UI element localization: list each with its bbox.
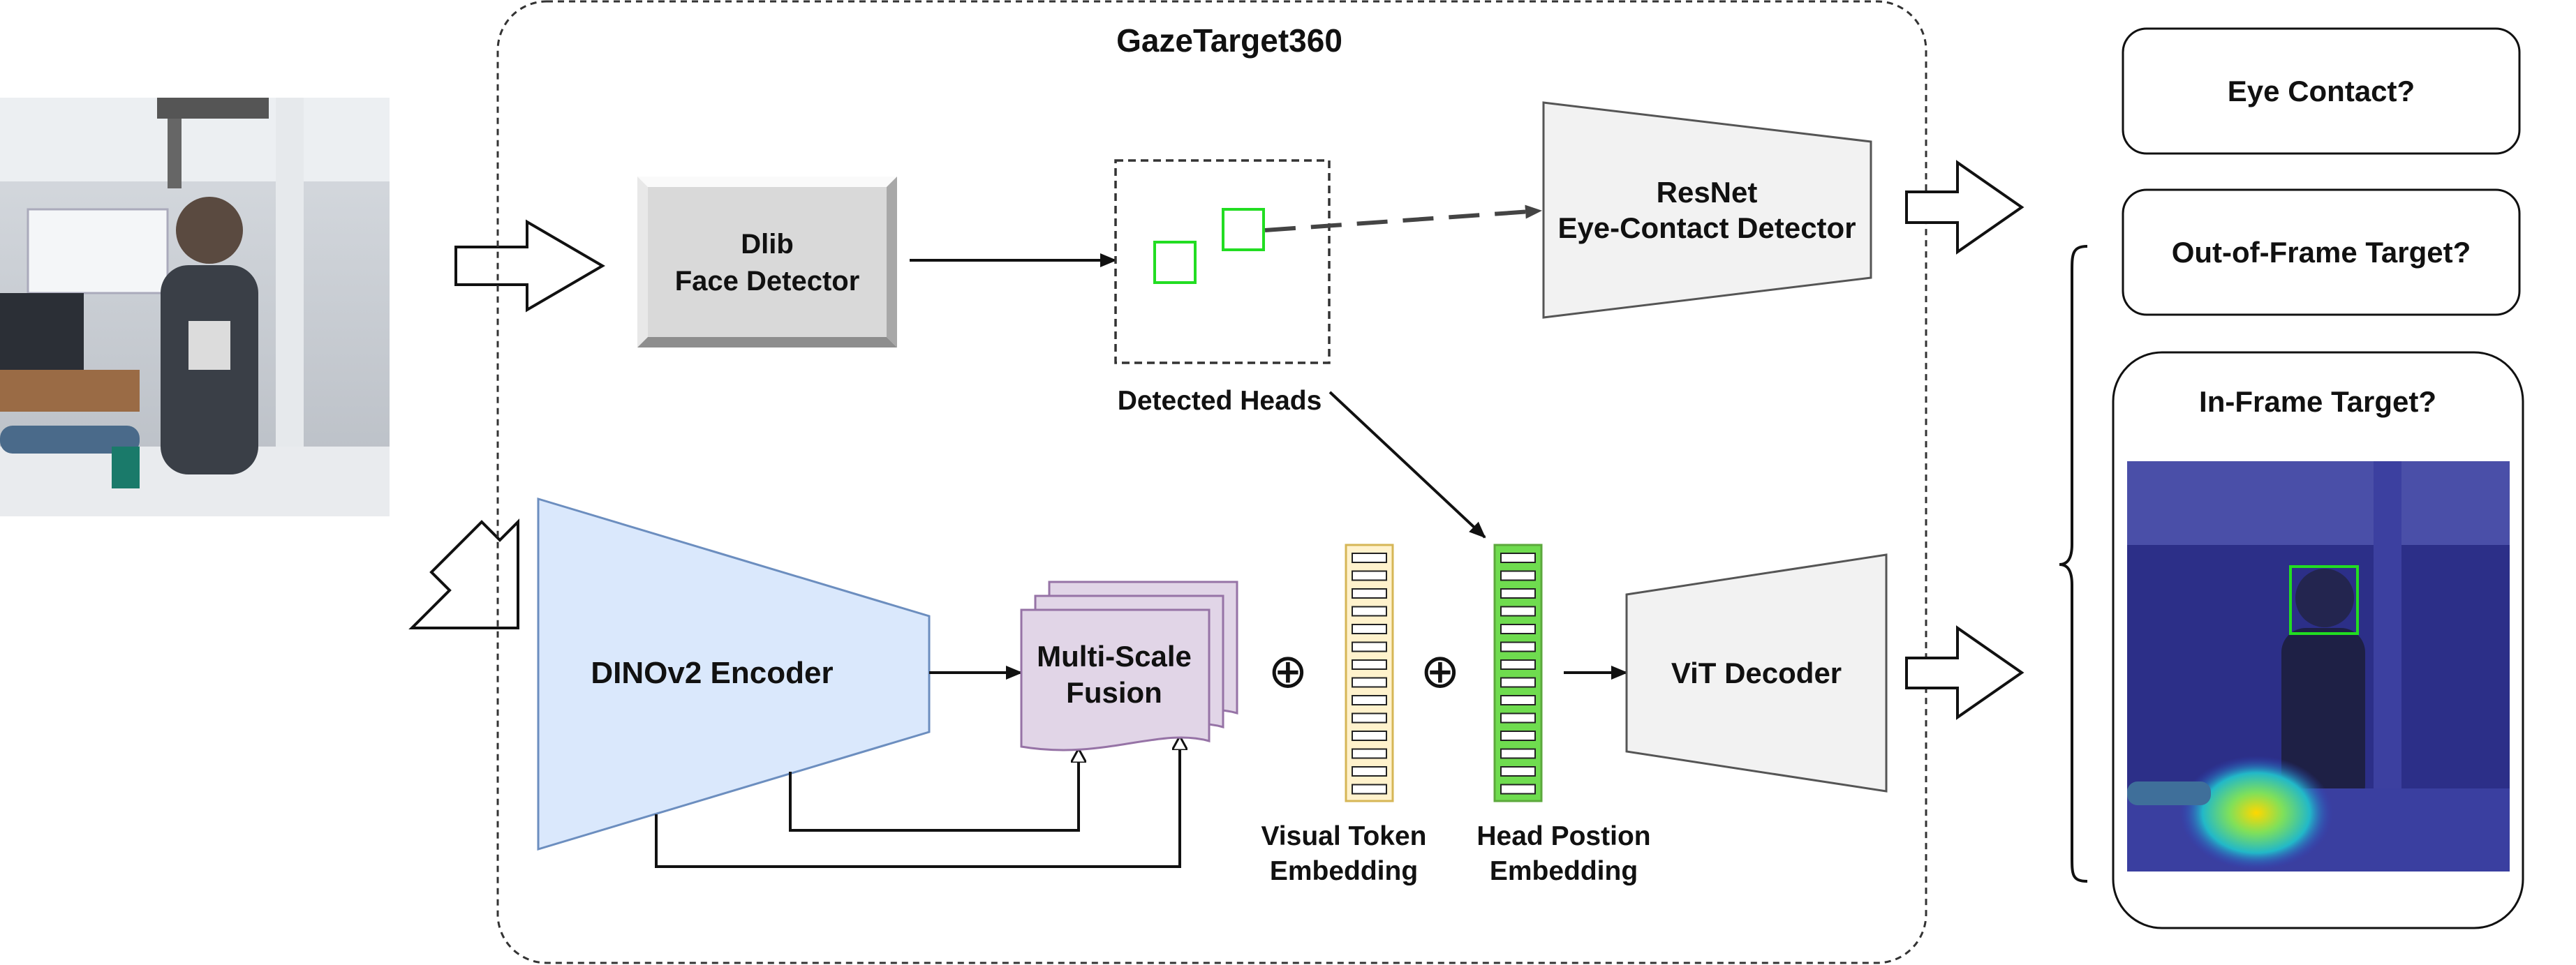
token-slot bbox=[1500, 748, 1536, 759]
token-slot bbox=[1500, 712, 1536, 724]
heads-to-headpos-arrow bbox=[1328, 391, 1486, 539]
token-slot bbox=[1352, 659, 1387, 670]
encoder-label: DINOv2 Encoder bbox=[591, 656, 833, 690]
visual-token-label-line2: Embedding bbox=[1270, 856, 1418, 886]
eye-contact-detector-label: Eye-Contact Detector bbox=[1557, 211, 1856, 244]
out-of-frame-output-box bbox=[2122, 188, 2521, 316]
token-slot bbox=[1500, 731, 1536, 741]
token-slot bbox=[1500, 659, 1536, 670]
token-slot bbox=[1500, 553, 1536, 563]
multi-scale-fusion-block: Multi-Scale Fusion bbox=[1020, 581, 1238, 751]
dlib-face-detector-block: Dlib Face Detector bbox=[637, 177, 897, 347]
out-of-frame-output-label: Out-of-Frame Target? bbox=[2172, 236, 2471, 269]
output-arrow-top bbox=[1905, 160, 2024, 255]
token-slot bbox=[1500, 766, 1536, 777]
token-slot bbox=[1500, 695, 1536, 705]
token-slot bbox=[1500, 606, 1536, 617]
token-slot bbox=[1500, 784, 1536, 795]
plus-symbol-2: ⊕ bbox=[1421, 644, 1460, 699]
head-position-label-line1: Head Postion bbox=[1476, 821, 1650, 851]
heads-to-resnet-arrow bbox=[1264, 204, 1542, 232]
output-brace bbox=[2059, 245, 2088, 883]
token-slot bbox=[1500, 677, 1536, 688]
face-detector-label: Face Detector bbox=[675, 266, 860, 297]
input-photo bbox=[0, 98, 390, 516]
eye-contact-output-label: Eye Contact? bbox=[2228, 75, 2415, 107]
gaze-heatmap-image bbox=[2127, 461, 2510, 872]
resnet-label: ResNet bbox=[1657, 176, 1758, 209]
token-slot bbox=[1352, 553, 1387, 563]
skip-connection-2 bbox=[655, 736, 1180, 868]
gazetarget360-container bbox=[496, 0, 1927, 964]
plus-symbol-1: ⊕ bbox=[1268, 644, 1308, 699]
token-slot bbox=[1352, 624, 1387, 634]
token-slot bbox=[1352, 712, 1387, 724]
token-slot bbox=[1352, 731, 1387, 741]
token-slot bbox=[1352, 784, 1387, 795]
dinov2-encoder-block bbox=[537, 497, 931, 851]
skip-connection-1 bbox=[789, 749, 1079, 832]
visual-token-label-line1: Visual Token bbox=[1261, 821, 1427, 851]
token-slot bbox=[1500, 641, 1536, 652]
token-slot bbox=[1352, 588, 1387, 599]
detected-heads-label: Detected Heads bbox=[1118, 386, 1322, 416]
eye-contact-output-box bbox=[2122, 27, 2521, 155]
token-slot bbox=[1500, 588, 1536, 599]
model-title: GazeTarget360 bbox=[1116, 22, 1342, 59]
token-slot bbox=[1352, 570, 1387, 581]
decoder-label: ViT Decoder bbox=[1671, 657, 1842, 689]
token-slot bbox=[1352, 748, 1387, 759]
resnet-block bbox=[1542, 101, 1872, 319]
vit-decoder-block bbox=[1625, 553, 1888, 793]
token-slot bbox=[1500, 570, 1536, 581]
input-arrow-top bbox=[454, 219, 605, 313]
dlib-label: Dlib bbox=[741, 229, 794, 260]
visual-token-embedding bbox=[1345, 544, 1394, 802]
fusion-label-line2: Fusion bbox=[1066, 676, 1162, 709]
token-slot bbox=[1500, 624, 1536, 634]
head-box-icon bbox=[1153, 241, 1197, 284]
token-slot bbox=[1352, 695, 1387, 705]
token-slot bbox=[1352, 677, 1387, 688]
head-box-icon bbox=[1222, 208, 1265, 251]
head-position-embedding bbox=[1493, 544, 1543, 802]
output-arrow-bottom bbox=[1905, 625, 2024, 720]
token-slot bbox=[1352, 606, 1387, 617]
in-frame-output-label: In-Frame Target? bbox=[2199, 385, 2436, 418]
token-slot bbox=[1352, 641, 1387, 652]
fusion-label-line1: Multi-Scale bbox=[1037, 640, 1192, 673]
head-position-label-line2: Embedding bbox=[1490, 856, 1638, 886]
token-slot bbox=[1352, 766, 1387, 777]
input-arrow-bottom bbox=[408, 518, 519, 629]
detected-heads-box bbox=[1114, 159, 1331, 364]
